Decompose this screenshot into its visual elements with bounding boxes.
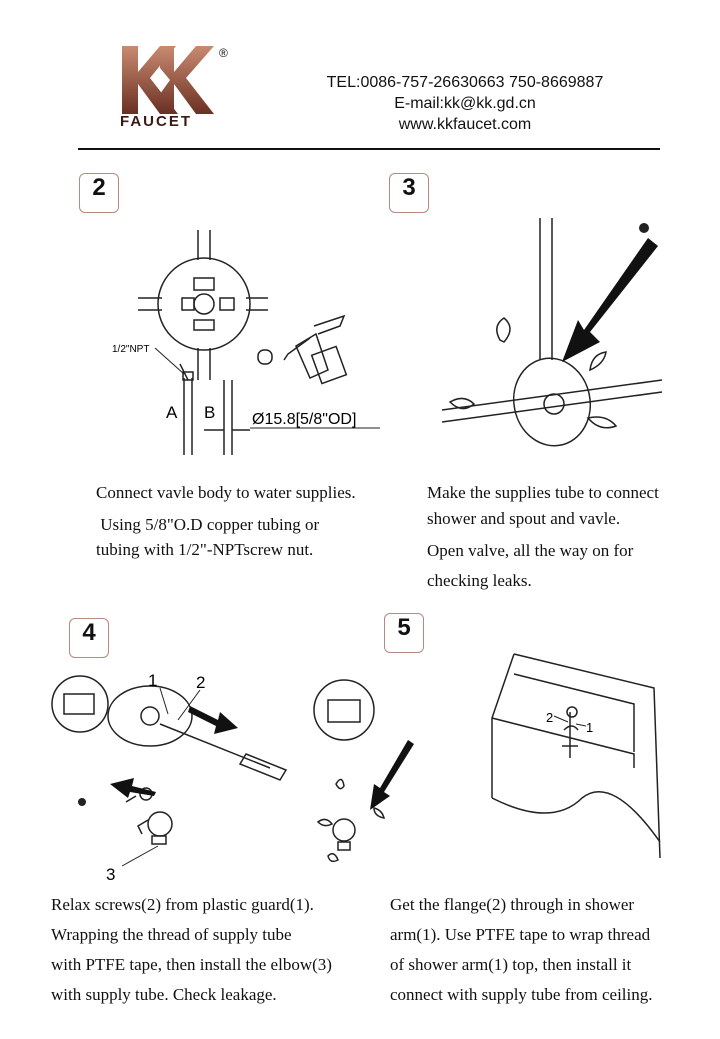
step-2-diagram: 1/2"NPT A B Ø15.8[5/8"OD] — [112, 230, 380, 455]
brand-name: FAUCET — [120, 113, 192, 130]
step-5-badge: 5 — [384, 613, 424, 653]
phone-text: TEL:0086-757-26630663 750-8669887 — [326, 74, 604, 91]
step-4-line: Wrapping the thread of supply tube — [51, 925, 292, 944]
step-3-diagram — [441, 218, 663, 447]
step-2-badge: 2 — [79, 173, 119, 213]
label-2: 2 — [196, 673, 205, 692]
npt-label: 1/2"NPT — [112, 344, 149, 355]
step-4-line: Relax screws(2) from plastic guard(1). — [51, 895, 314, 914]
label-3: 3 — [106, 865, 115, 884]
step-2-text: Connect vavle body to water supplies. Us… — [96, 478, 356, 562]
pipe-a-label: A — [166, 403, 178, 422]
step-5-line: arm(1). Use PTFE tape to wrap thread — [390, 925, 651, 944]
step-4-diagram: 1 2 3 — [51, 671, 288, 884]
step-5-text: Get the flange(2) through in shower arm(… — [390, 890, 653, 1010]
step-2-line: Connect vavle body to water supplies. — [96, 483, 356, 502]
registered-mark: ® — [219, 46, 228, 60]
step-5-line: connect with supply tube from ceiling. — [390, 985, 653, 1004]
kk-logo-icon — [122, 46, 214, 114]
step-3-text: Make the supplies tube to connect shower… — [427, 478, 659, 596]
step-2-line: tubing with 1/2"-NPTscrew nut. — [96, 540, 314, 559]
pipe-b-label: B — [204, 403, 215, 422]
contact-info: TEL:0086-757-26630663 750-8669887 E-mail… — [300, 72, 630, 135]
header-divider — [78, 148, 660, 150]
label-2: 2 — [546, 710, 553, 725]
website-text: www.kkfaucet.com — [398, 116, 532, 133]
step-4-text: Relax screws(2) from plastic guard(1). W… — [51, 890, 332, 1010]
step-5-ceiling-diagram: 2 1 — [491, 653, 661, 859]
step-2-line: Using 5/8"O.D copper tubing or — [96, 515, 320, 534]
step-3-line: shower and spout and vavle. — [427, 509, 621, 528]
step-4-badge: 4 — [69, 618, 109, 658]
step-3-badge: 3 — [389, 173, 429, 213]
step-3-line: Make the supplies tube to connect — [427, 483, 659, 502]
step-5-line: of shower arm(1) top, then install it — [390, 955, 632, 974]
label-1: 1 — [148, 671, 157, 690]
step-4-line: with supply tube. Check leakage. — [51, 985, 277, 1004]
step-3-line: Open valve, all the way on for — [427, 541, 634, 560]
email-text: E-mail:kk@kk.gd.cn — [394, 95, 536, 112]
step-5-valve-diagram — [313, 679, 414, 863]
step-3-line: checking leaks. — [427, 571, 532, 590]
label-1: 1 — [586, 720, 593, 735]
step-4-line: with PTFE tape, then install the elbow(3… — [51, 955, 332, 974]
diameter-label: Ø15.8[5/8"OD] — [252, 411, 356, 428]
step-5-line: Get the flange(2) through in shower — [390, 895, 635, 914]
